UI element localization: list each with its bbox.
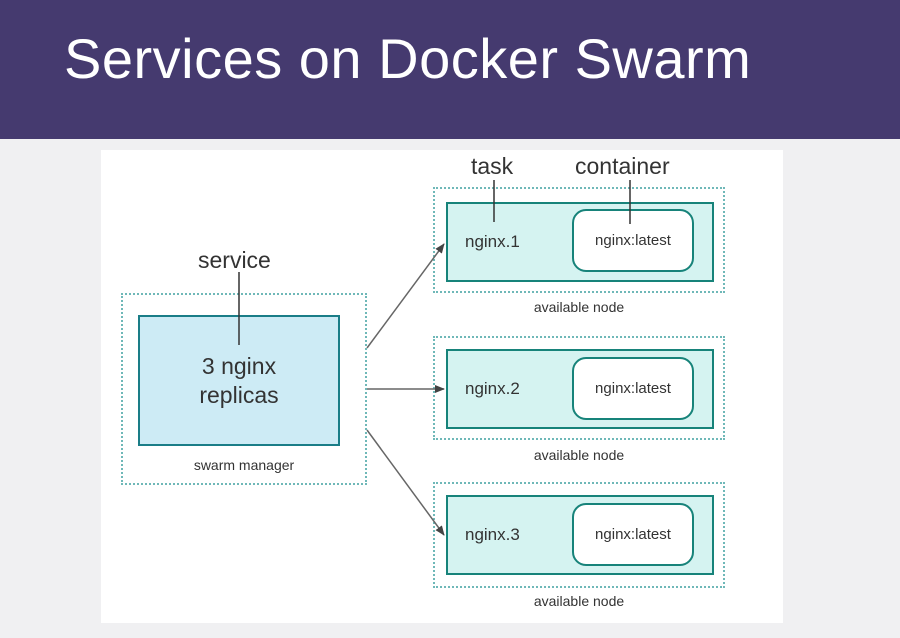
- node-1-container-label: nginx:latest: [595, 232, 671, 249]
- service-box: 3 nginx replicas: [138, 315, 340, 446]
- task-callout: task: [471, 153, 514, 179]
- service-line-2: replicas: [199, 381, 279, 408]
- node-2-boundary: [433, 336, 725, 440]
- node-2-container: nginx:latest: [572, 357, 694, 420]
- node-1-boundary: [433, 187, 725, 293]
- node-1-caption: available node: [533, 299, 625, 315]
- title-bar: Services on Docker Swarm: [0, 0, 900, 139]
- service-text: 3 nginx replicas: [199, 352, 278, 410]
- service-callout: service: [198, 247, 271, 273]
- service-line-1: 3 nginx: [201, 352, 277, 379]
- node-3-caption: available node: [533, 593, 625, 609]
- node-3-task-label: nginx.3: [465, 525, 520, 544]
- swarm-manager-label: swarm manager: [193, 457, 295, 473]
- node-2-task-label: nginx.2: [465, 379, 520, 398]
- node-1-task-label: nginx.1: [465, 232, 520, 251]
- node-1-container: nginx:latest: [572, 209, 694, 272]
- node-3-container-label: nginx:latest: [595, 526, 671, 543]
- swarm-manager-boundary: [121, 293, 367, 485]
- node-2-container-label: nginx:latest: [595, 380, 671, 397]
- container-callout: container: [575, 153, 670, 179]
- slide-title: Services on Docker Swarm: [64, 27, 752, 90]
- node-2-caption: available node: [533, 447, 625, 463]
- node-3-container: nginx:latest: [572, 503, 694, 566]
